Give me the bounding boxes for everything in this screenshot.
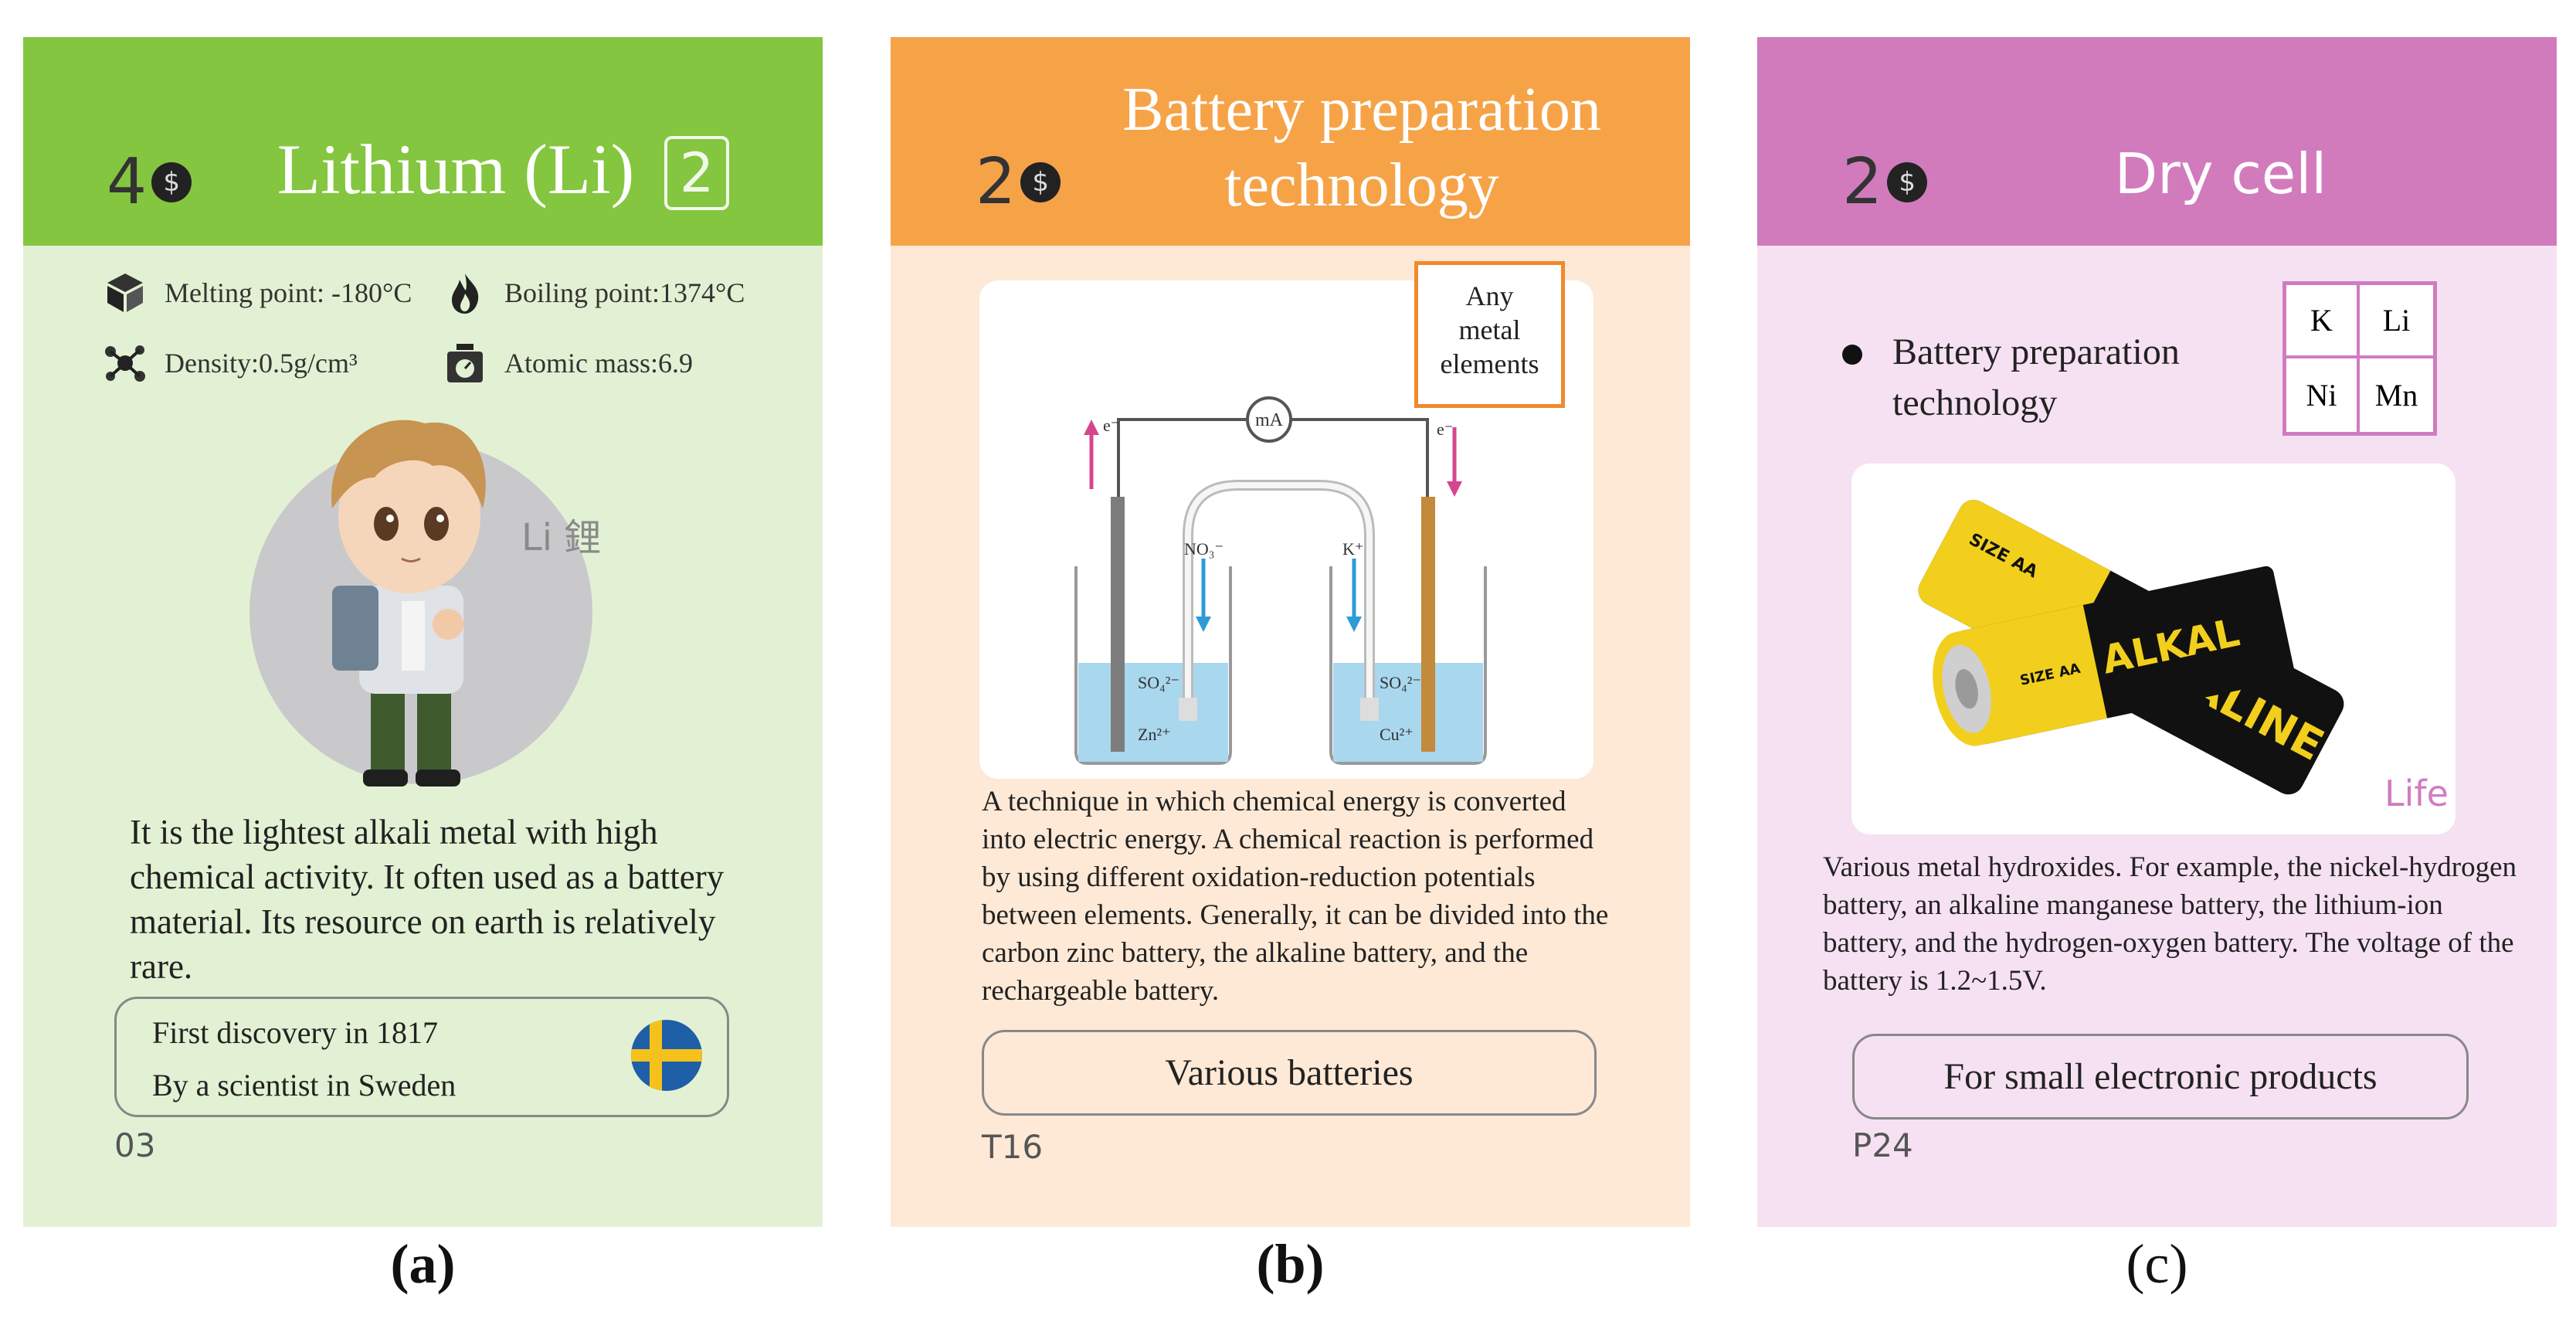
- cost-value: 2: [1842, 145, 1883, 219]
- bullet-text: Battery preparation technology: [1892, 331, 2180, 423]
- cost-indicator: 4 $: [107, 145, 192, 219]
- card-header: 4 $ Lithium (Li) 2: [23, 37, 823, 246]
- coin-icon: $: [1887, 161, 1928, 202]
- card-number: T16: [982, 1128, 1044, 1166]
- card-lithium[interactable]: 4 $ Lithium (Li) 2 Melting point: -180°C…: [23, 37, 823, 1227]
- cube-icon: [107, 273, 143, 312]
- category-label: For small electronic products: [1943, 1056, 2377, 1097]
- cost-value: 4: [107, 145, 148, 219]
- molecule-icon: [105, 345, 145, 382]
- card-description: Various metal hydroxides. For example, t…: [1823, 851, 2517, 997]
- alkaline-battery-illustration: ALKALINE SIZE AA ALKAL SIZE AA: [1918, 500, 2344, 795]
- discovery-year: First discovery in 1817: [152, 1015, 438, 1050]
- card-title: Battery preparation technology: [1122, 76, 1601, 219]
- copper-ion-label: Cu²⁺: [1380, 725, 1414, 744]
- zinc-ion-label: Zn²⁺: [1138, 725, 1171, 744]
- card-description: A technique in which chemical energy is …: [982, 786, 1609, 1007]
- electron-label-left: e⁻: [1103, 416, 1119, 435]
- diagram-svg: mA e⁻ e⁻ NO₃⁻ K⁺ SO₄²⁻ SO₄²⁻ Zn²⁺ Cu²⁺: [1074, 396, 1487, 765]
- battery-image: ALKALINE SIZE AA ALKAL SIZE AA Life: [1851, 464, 2456, 834]
- stat-melting-point: Melting point: -180°C: [103, 270, 412, 315]
- category-box: Various batteries: [982, 1030, 1597, 1116]
- character-label: Li 鋰: [521, 516, 602, 559]
- cost-value: 2: [976, 145, 1016, 219]
- flame-icon: [452, 273, 479, 314]
- coin-icon: $: [1020, 161, 1061, 202]
- sulfate-label-right: SO₄²⁻: [1380, 673, 1421, 692]
- caption-c: (c): [2126, 1233, 2188, 1295]
- sweden-flag-icon: [631, 1020, 702, 1091]
- card-title: Lithium (Li): [277, 130, 635, 209]
- discovery-box: First discovery in 1817 By a scientist i…: [114, 997, 729, 1117]
- bullet-dot: [1842, 345, 1862, 365]
- scale-icon: [447, 344, 483, 382]
- any-metal-note: Any metal elements: [1414, 261, 1565, 408]
- caption-a: (a): [390, 1233, 456, 1295]
- category-label: Various batteries: [1165, 1052, 1414, 1093]
- cost-indicator: 2 $: [1842, 145, 1928, 219]
- card-header: 2 $ Battery preparation technology: [891, 37, 1690, 246]
- category-box: For small electronic products: [1852, 1034, 2469, 1119]
- category-life-label: Life: [2384, 773, 2449, 814]
- character-portrait: [247, 420, 595, 787]
- stat-density: Density:0.5g/cm³: [103, 341, 358, 386]
- character-illustration: [249, 420, 592, 787]
- card-number: P24: [1852, 1126, 1913, 1164]
- zinc-electrode: [1111, 497, 1125, 752]
- card-number: 03: [114, 1126, 156, 1164]
- sulfate-label-left: SO₄²⁻: [1138, 673, 1179, 692]
- cost-indicator: 2 $: [976, 145, 1061, 219]
- ammeter-label: mA: [1255, 410, 1284, 430]
- copper-electrode: [1421, 497, 1435, 752]
- ammeter: [1246, 396, 1292, 443]
- coin-icon: $: [151, 161, 192, 202]
- card-title: Dry cell: [2114, 141, 2327, 206]
- element-cell: Ni: [2286, 358, 2360, 432]
- card-header: 2 $ Dry cell: [1757, 37, 2557, 246]
- stat-atomic-mass: Atomic mass:6.9: [443, 341, 693, 386]
- card-description: It is the lightest alkali metal with hig…: [130, 813, 725, 986]
- element-cell: K: [2286, 285, 2360, 358]
- nitrate-label: NO₃⁻: [1184, 539, 1224, 559]
- electron-label-right: e⁻: [1437, 420, 1453, 439]
- card-dry-cell[interactable]: 2 $ Dry cell Battery preparation technol…: [1757, 37, 2557, 1227]
- element-cell: Li: [2360, 285, 2433, 358]
- caption-b: (b): [1256, 1233, 1325, 1295]
- element-cell: Mn: [2374, 378, 2418, 413]
- discovery-origin: By a scientist in Sweden: [152, 1068, 456, 1102]
- level-badge: 2: [664, 136, 729, 210]
- card-battery-preparation[interactable]: 2 $ Battery preparation technology: [891, 37, 1690, 1227]
- stat-boiling-point: Boiling point:1374°C: [443, 270, 745, 315]
- element-grid: K Li Ni Mn: [2282, 281, 2437, 436]
- potassium-label: K⁺: [1342, 539, 1364, 559]
